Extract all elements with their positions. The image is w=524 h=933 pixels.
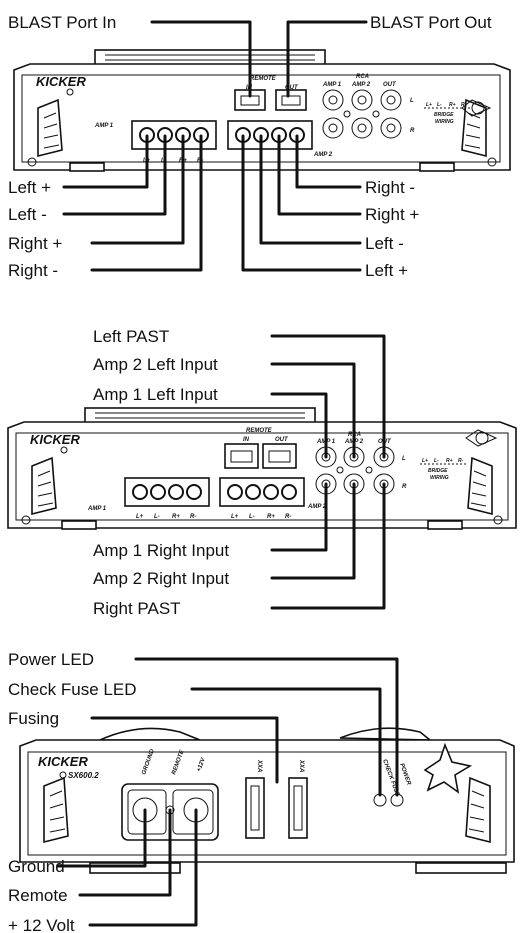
callout-lines-top	[62, 20, 368, 272]
fuse-b	[288, 777, 308, 839]
callout-right-minus-amp2: Right -	[365, 178, 415, 197]
callout-amp1-right-input: Amp 1 Right Input	[93, 541, 229, 560]
callout-check-fuse-led: Check Fuse LED	[8, 680, 137, 699]
callout-right-minus-amp1: Right -	[8, 261, 58, 280]
callout-blast-port-out: BLAST Port Out	[370, 13, 492, 32]
svg-text:L-: L-	[249, 514, 255, 520]
svg-text:R-: R-	[461, 102, 467, 108]
plus12v-terminal-label: +12V	[196, 756, 207, 772]
svg-text:L-: L-	[437, 102, 442, 108]
fuse-a	[245, 777, 265, 839]
svg-text:L+: L+	[231, 514, 239, 520]
bridge-label: BRIDGE	[434, 112, 454, 118]
callout-lines-mid	[270, 334, 386, 610]
rca-r-label: R	[410, 128, 415, 134]
panel-speaker-and-blast: KICKER L+ L- R+ R- AMP 1 AMP 2 REMOTE IN…	[8, 13, 511, 280]
svg-text:L+: L+	[136, 514, 144, 520]
svg-text:L: L	[402, 456, 406, 462]
callout-ground: Ground	[8, 857, 65, 876]
svg-text:IN: IN	[243, 437, 250, 443]
callout-left-plus-amp1: Left +	[8, 178, 51, 197]
fuse-a-rating: XXA	[256, 759, 262, 772]
svg-text:R+: R+	[267, 514, 275, 520]
remote-out-label: OUT	[285, 85, 299, 91]
amp1-speaker-terminal-block	[131, 120, 217, 150]
blast-out-port-mid	[262, 443, 297, 469]
amp1-label: AMP 1	[94, 123, 114, 129]
svg-text:R-: R-	[458, 458, 464, 464]
remote-label: REMOTE	[250, 76, 277, 82]
fuse-b-rating: XXA	[298, 759, 304, 772]
svg-text:R: R	[402, 484, 407, 490]
remote-label-mid: REMOTE	[246, 428, 273, 434]
callout-left-past: Left PAST	[93, 327, 169, 346]
svg-text:OUT: OUT	[275, 437, 289, 443]
amplifier-middle: KICKER L+ L- R+ R- L+ L- R+ R- AMP 1 AMP…	[7, 407, 517, 530]
amp1-speaker-terminal-block-mid	[124, 477, 210, 507]
rca-amp2-label: AMP 2	[351, 82, 371, 88]
amp2-label-mid: AMP 2	[307, 504, 327, 510]
callout-remote: Remote	[8, 886, 68, 905]
kicker-logo-mid: KICKER	[30, 432, 80, 447]
blast-in-port-mid	[224, 443, 259, 469]
callout-blast-port-in: BLAST Port In	[8, 13, 116, 32]
svg-text:R+: R+	[172, 514, 180, 520]
panel-power: KICKER SX600.2 GROUND REMOTE +12V XXA XX…	[8, 650, 515, 933]
svg-text:R+: R+	[446, 458, 453, 464]
svg-text:R-: R-	[285, 514, 291, 520]
rca-out-label: OUT	[383, 82, 397, 88]
callout-amp1-left-input: Amp 1 Left Input	[93, 385, 218, 404]
callout-lines-bot	[56, 657, 399, 927]
rca-label: RCA	[356, 74, 369, 80]
amp2-speaker-terminal-block-mid	[219, 477, 305, 507]
callout-right-past: Right PAST	[93, 599, 181, 618]
model-number: SX600.2	[68, 771, 99, 780]
svg-text:R-: R-	[190, 514, 196, 520]
panel-rca-inputs: KICKER L+ L- R+ R- L+ L- R+ R- AMP 1 AMP…	[7, 327, 517, 618]
amp1-label-mid: AMP 1	[87, 506, 107, 512]
callout-amp2-right-input: Amp 2 Right Input	[93, 569, 229, 588]
svg-text:WIRING: WIRING	[430, 475, 449, 481]
callout-right-plus-amp1: Right +	[8, 234, 62, 253]
rca-amp1-label: AMP 1	[322, 82, 342, 88]
amplifier-top: KICKER L+ L- R+ R- AMP 1 AMP 2 REMOTE IN…	[13, 49, 511, 172]
svg-text:L-: L-	[434, 458, 439, 464]
rca-l-label: L	[410, 98, 414, 104]
svg-text:L+: L+	[422, 458, 428, 464]
rca-jacks	[322, 89, 402, 139]
callout-right-plus-amp2: Right +	[365, 205, 419, 224]
kicker-emblem-icon	[465, 429, 498, 447]
svg-text:R+: R+	[449, 102, 456, 108]
kicker-emblem-icon	[461, 99, 492, 117]
callout-left-minus-amp2: Left -	[365, 234, 404, 253]
callout-plus-12-volt: + 12 Volt	[8, 916, 75, 933]
kicker-logo: KICKER	[36, 74, 86, 89]
svg-text:BRIDGE: BRIDGE	[428, 468, 448, 474]
kicker-logo-bottom: KICKER	[38, 754, 88, 769]
svg-text:L-: L-	[154, 514, 160, 520]
svg-text:L+: L+	[426, 102, 432, 108]
callout-left-plus-amp2: Left +	[365, 261, 408, 280]
blast-out-port	[275, 89, 307, 111]
kicker-star-emblem-icon	[423, 742, 473, 794]
amp2-speaker-terminal-block	[227, 120, 313, 150]
amp2-label: AMP 2	[313, 152, 333, 158]
wiring-label: WIRING	[435, 119, 454, 125]
callout-fusing: Fusing	[8, 709, 59, 728]
callout-left-minus-amp1: Left -	[8, 205, 47, 224]
callout-amp2-left-input: Amp 2 Left Input	[93, 355, 218, 374]
callout-power-led: Power LED	[8, 650, 94, 669]
amplifier-bottom: KICKER SX600.2 GROUND REMOTE +12V XXA XX…	[19, 727, 515, 874]
